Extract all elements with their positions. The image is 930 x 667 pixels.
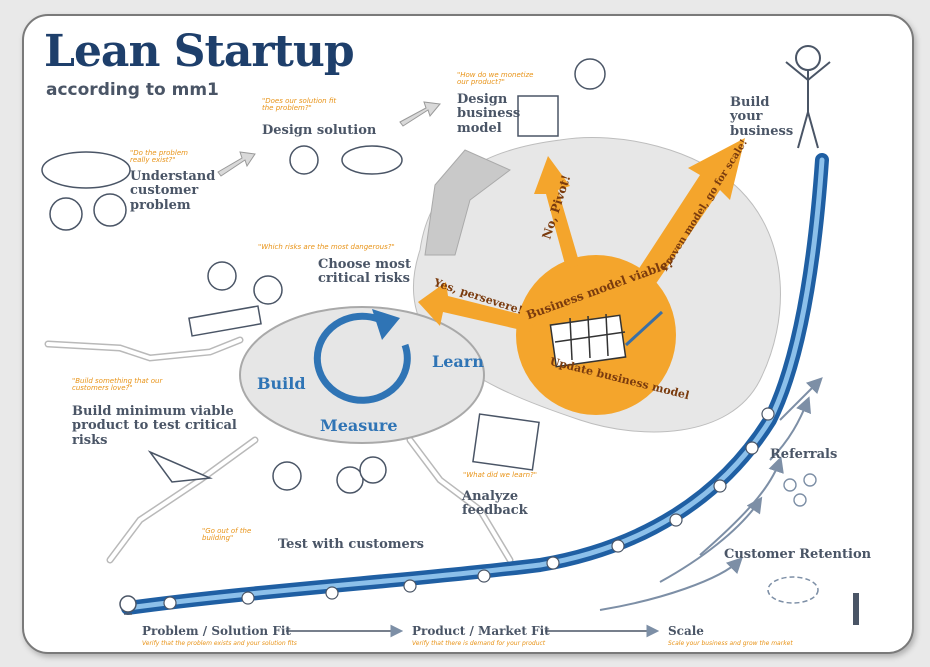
page-subtitle: according to mm1: [46, 80, 219, 100]
arrow-proven-model: [638, 138, 745, 285]
label-analyze: Analyze feedback: [462, 489, 528, 519]
label-test-customers: Test with customers: [278, 537, 424, 552]
retention-arrows: [599, 377, 823, 611]
cycle-learn-label: Learn: [432, 352, 484, 371]
quote-solution: "Does our solution fit the problem?": [262, 97, 337, 113]
flow-arrows: [217, 101, 441, 177]
label-understand: Understand customer problem: [130, 169, 216, 213]
cycle-arrow: [313, 312, 411, 404]
quote-risks: "Which risks are the most dangerous?": [258, 243, 395, 251]
quote-build: "Build something that our customers love…: [72, 377, 163, 393]
success-figure-icon: [785, 45, 831, 149]
stage-product-market: Product / Market Fit: [412, 624, 550, 638]
retention-loop-icon: [767, 576, 819, 604]
arrow-no-pivot: [534, 156, 580, 268]
quote-problem: "Do the problem really exist?": [130, 149, 188, 165]
label-design-solution: Design solution: [262, 123, 377, 138]
arrow-yes-persevere: [418, 282, 535, 332]
cycle-build-label: Build: [257, 374, 306, 393]
stage-problem-solution-sub: Verify that the problem exists and your …: [142, 640, 297, 647]
cycle-ellipse: [239, 306, 485, 444]
stage-product-market-sub: Verify that there is demand for your pro…: [412, 640, 546, 647]
label-build-mvp: Build minimum viable product to test cri…: [72, 404, 237, 448]
logo-bars: [853, 593, 859, 625]
people-sketches: [41, 58, 606, 494]
quote-analyze: "What did we learn?": [463, 471, 537, 479]
paper-plane-icon: [147, 450, 213, 483]
label-design-business: Design business model: [457, 92, 521, 136]
label-retention: Customer Retention: [724, 547, 872, 562]
label-choose-risks: Choose most critical risks: [318, 257, 412, 287]
stage-scale: Scale: [668, 624, 704, 638]
growth-curve-heads: [163, 407, 775, 610]
quote-test: "Go out of the building": [202, 527, 252, 543]
stage-problem-solution: Problem / Solution Fit: [142, 624, 291, 638]
lightbulb-icon: [119, 595, 137, 615]
label-build-business: Build your business: [730, 95, 794, 139]
stage-scale-sub: Scale your business and grow the market: [668, 640, 793, 647]
pivot-gray-arrow: [424, 149, 511, 256]
page-title: Lean Startup: [44, 26, 355, 77]
canvas-sketch: [549, 313, 627, 368]
label-referrals: Referrals: [770, 447, 838, 462]
cycle-measure-label: Measure: [320, 416, 398, 435]
quote-business: "How do we monetize our product?": [457, 71, 534, 87]
referral-people-icon: [783, 473, 817, 507]
